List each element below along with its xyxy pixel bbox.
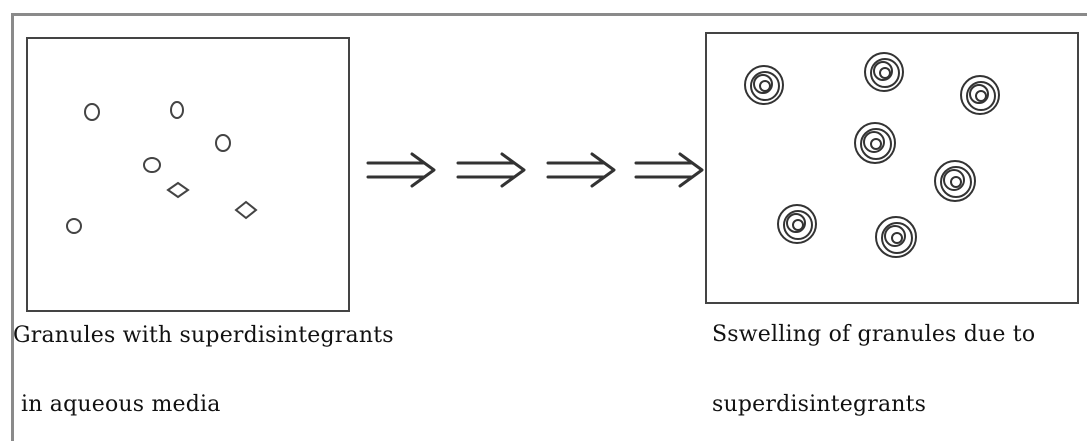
swollen-granule	[864, 52, 904, 92]
swollen-granule	[960, 75, 1000, 115]
right-caption-line1: Sswelling of granules due to	[712, 322, 1036, 347]
double-arrow-icon	[546, 152, 616, 188]
left-caption-line1: Granules with superdisintegrants	[13, 323, 394, 348]
right-panel-swollen-granules	[705, 32, 1079, 304]
swollen-granule	[777, 204, 817, 244]
small-granule	[66, 218, 82, 234]
small-granule	[170, 101, 184, 119]
outer-frame	[11, 13, 1087, 441]
small-granule	[84, 103, 100, 121]
swollen-granule	[744, 65, 784, 105]
swollen-granule	[854, 122, 896, 164]
left-caption-line2: in aqueous media	[21, 392, 221, 417]
double-arrow-icon	[366, 152, 436, 188]
swollen-granule	[934, 160, 976, 202]
double-arrow-icon	[456, 152, 526, 188]
small-granule	[234, 200, 258, 220]
small-granule	[143, 157, 161, 173]
left-panel-granules	[26, 37, 350, 312]
double-arrow-icon	[634, 152, 704, 188]
swollen-granule	[875, 216, 917, 258]
small-granule	[166, 181, 190, 199]
right-caption-line2: superdisintegrants	[712, 392, 927, 417]
small-granule	[215, 134, 231, 152]
